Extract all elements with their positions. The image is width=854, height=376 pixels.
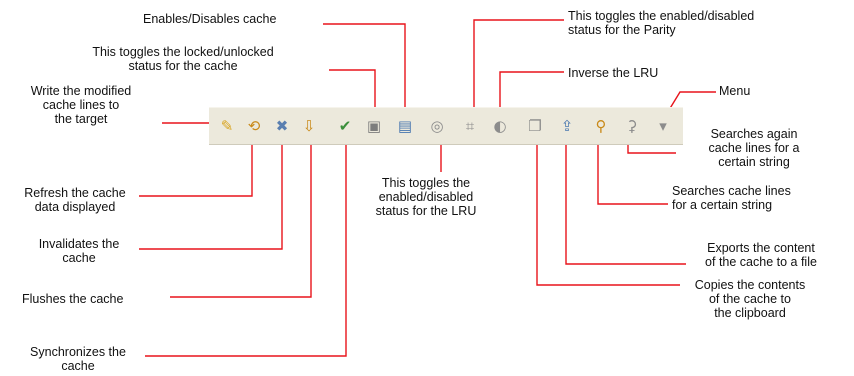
- label-line: This toggles the locked/unlocked: [92, 45, 274, 59]
- label-line: Searches again: [710, 127, 798, 141]
- label-line: Exports the content: [707, 241, 815, 255]
- label-line: Invalidates the: [38, 237, 120, 251]
- search-again-icon[interactable]: ⚳: [626, 117, 638, 135]
- label-line: cache lines to: [42, 98, 120, 112]
- label-line: status for the cache: [128, 59, 238, 73]
- label-line: Menu: [719, 84, 751, 98]
- enable-cache-icon[interactable]: ▤: [397, 117, 413, 135]
- callout-line-refresh: [139, 136, 253, 197]
- label-line: data displayed: [34, 200, 116, 214]
- label-line: cache: [61, 359, 95, 373]
- callout-line-parity: [473, 19, 564, 110]
- label-line: of the cache to a file: [705, 255, 817, 269]
- label-line: of the cache to: [708, 292, 791, 306]
- label-menu: Menu: [719, 84, 750, 98]
- label-line: the target: [54, 112, 108, 126]
- callout-line-search: [597, 136, 668, 205]
- label-enable: Enables/Disables cache: [143, 12, 276, 26]
- label-lock: This toggles the locked/unlocked status …: [80, 45, 286, 73]
- label-line: Synchronizes the: [30, 345, 126, 359]
- pencil-icon[interactable]: ✎: [220, 117, 234, 135]
- callout-line-synchronize: [145, 136, 347, 357]
- search-icon[interactable]: ⚲: [595, 117, 607, 135]
- label-line: Searches cache lines: [672, 184, 791, 198]
- label-copy: Copies the contents of the cache to the …: [684, 278, 816, 320]
- label-search: Searches cache lines for a certain strin…: [672, 184, 791, 212]
- lock-cache-icon[interactable]: ▣: [366, 117, 382, 135]
- callout-line-menu: [668, 91, 716, 111]
- callout-line-inverse-lru: [499, 71, 564, 110]
- callout-line-export: [565, 136, 686, 265]
- callout-line-flush: [170, 136, 312, 298]
- label-line: certain string: [718, 155, 790, 169]
- label-inverse-lru: Inverse the LRU: [568, 66, 658, 80]
- label-line: cache lines for a: [708, 141, 800, 155]
- callout-line-copy: [536, 136, 680, 286]
- menu-icon[interactable]: ▾: [659, 117, 667, 135]
- label-line: Inverse the LRU: [568, 66, 659, 80]
- label-write: Write the modified cache lines to the ta…: [10, 84, 152, 126]
- label-line: Enables/Disables cache: [143, 12, 277, 26]
- label-line: cache: [62, 251, 96, 265]
- synchronize-icon[interactable]: ✔: [338, 117, 352, 135]
- label-lru-toggle: This toggles the enabled/disabled status…: [366, 176, 486, 218]
- label-line: This toggles the: [381, 176, 471, 190]
- label-line: enabled/disabled: [378, 190, 474, 204]
- label-line: This toggles the enabled/disabled: [568, 9, 755, 23]
- label-synchronize: Synchronizes the cache: [12, 345, 144, 373]
- lru-toggle-icon[interactable]: ◎: [430, 117, 444, 135]
- inverse-lru-icon[interactable]: ◐: [493, 117, 507, 135]
- callout-line-lock: [329, 69, 376, 110]
- refresh-icon[interactable]: ⟲: [247, 117, 261, 135]
- label-line: status for the LRU: [375, 204, 477, 218]
- label-refresh: Refresh the cache data displayed: [10, 186, 140, 214]
- parity-icon[interactable]: ⌗: [465, 117, 475, 135]
- callout-line-enable: [323, 23, 406, 110]
- label-flush: Flushes the cache: [22, 292, 123, 306]
- copy-icon[interactable]: ❐: [528, 117, 542, 135]
- label-line: the clipboard: [714, 306, 786, 320]
- label-line: Copies the contents: [694, 278, 806, 292]
- label-line: status for the Parity: [568, 23, 676, 37]
- label-parity: This toggles the enabled/disabled status…: [568, 9, 754, 37]
- label-line: for a certain string: [672, 198, 773, 212]
- label-invalidate: Invalidates the cache: [22, 237, 136, 265]
- flush-icon[interactable]: ⇩: [302, 117, 316, 135]
- label-line: Refresh the cache: [24, 186, 126, 200]
- cache-toolbar: ✎ ⟲ ✖ ⇩ ✔ ▣ ▤ ◎ ⌗ ◐ ❐ ⇪ ⚲ ⚳ ▾: [209, 107, 683, 145]
- label-export: Exports the content of the cache to a fi…: [690, 241, 832, 269]
- label-search-again: Searches again cache lines for a certain…: [680, 127, 828, 169]
- callout-line-invalidate: [139, 136, 283, 250]
- export-icon[interactable]: ⇪: [560, 117, 574, 135]
- invalidate-icon[interactable]: ✖: [275, 117, 289, 135]
- label-line: Flushes the cache: [22, 292, 124, 306]
- label-line: Write the modified: [30, 84, 132, 98]
